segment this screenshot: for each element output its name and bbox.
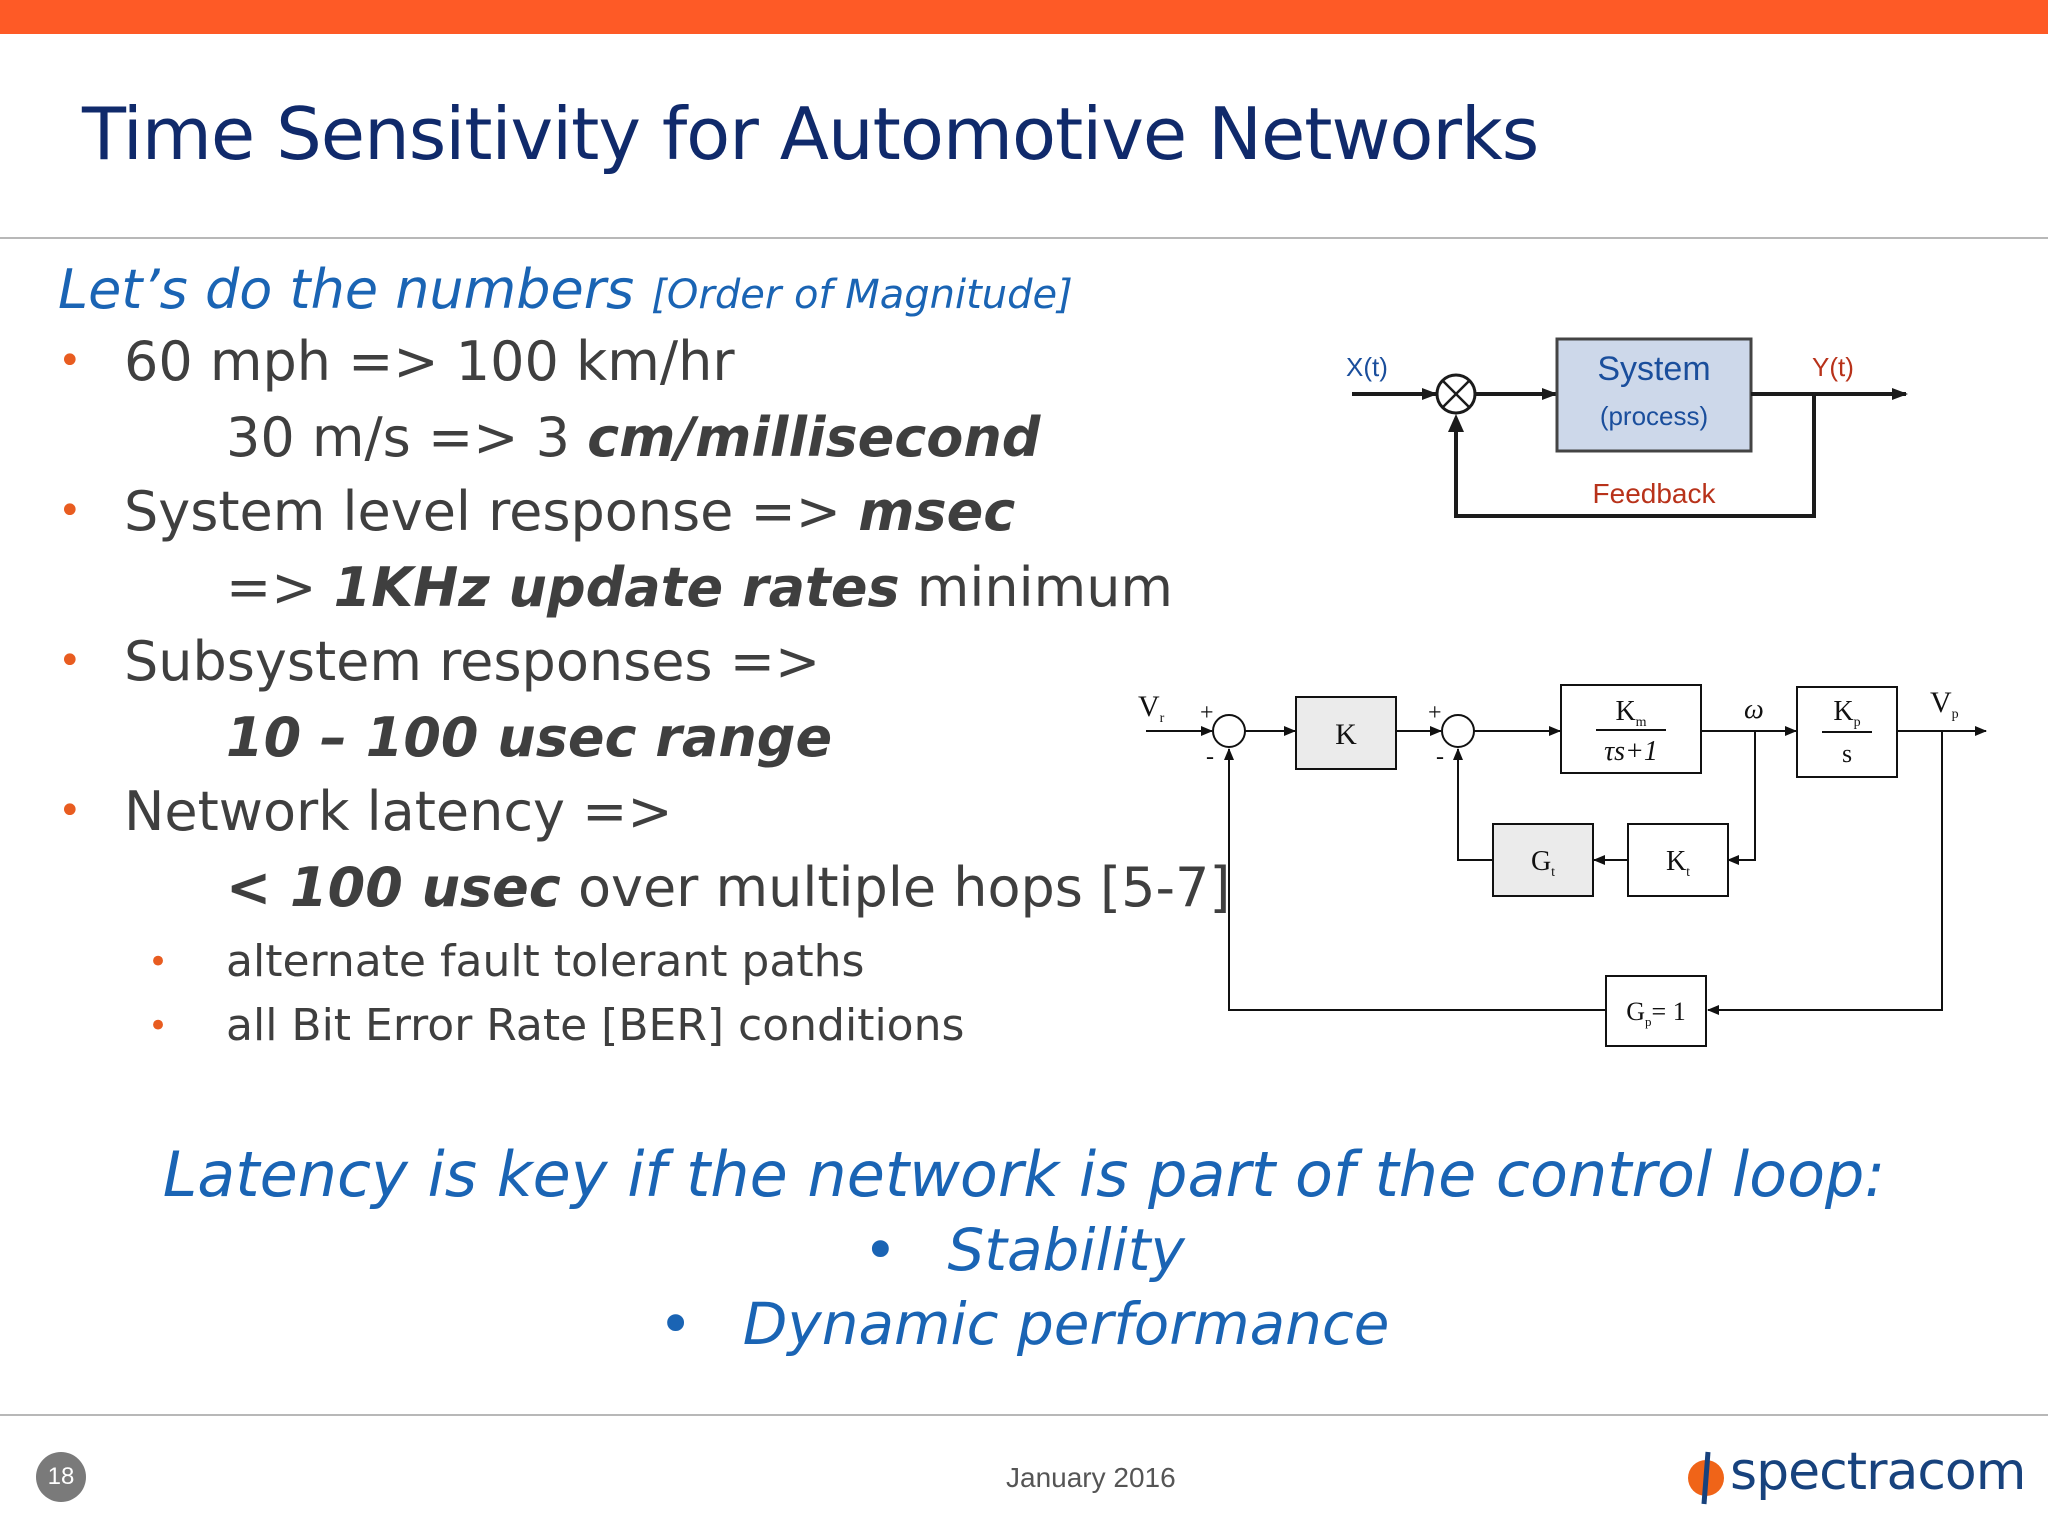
kp-denominator: s xyxy=(1842,739,1852,768)
conclusion-item-stability: • Stability xyxy=(0,1216,2048,1284)
bullet-system-response: System level response => msec xyxy=(124,480,1015,543)
kt-block xyxy=(1627,823,1729,897)
integrator-kp-block xyxy=(1796,686,1898,778)
bullet-glyph: • xyxy=(863,1216,898,1284)
system-response-emphasis: msec xyxy=(858,480,1016,543)
feedback-arrowhead xyxy=(1448,414,1464,432)
update-rate-prefix: => xyxy=(226,556,334,619)
plus-sign-1: + xyxy=(1200,700,1214,726)
system-block xyxy=(1555,337,1753,453)
sub-bullet-glyph: • xyxy=(148,1006,169,1046)
bullet-glyph: • xyxy=(658,1290,693,1358)
system-block-sublabel: (process) xyxy=(1600,401,1708,431)
gain-k-block xyxy=(1295,696,1397,770)
omega-label: ω xyxy=(1744,694,1764,725)
section-heading-note: [Order of Magnitude] xyxy=(651,272,1073,318)
summing-junction xyxy=(1435,373,1477,415)
plus-sign-2: + xyxy=(1428,700,1442,726)
system-block-label: System xyxy=(1597,350,1710,388)
motor-gain-numerator: Km xyxy=(1615,696,1646,730)
conclusion-item-text: Stability xyxy=(947,1216,1185,1284)
slide-title: Time Sensitivity for Automotive Networks xyxy=(82,92,1539,176)
gp-label: Gp= 1 xyxy=(1626,997,1685,1029)
spectracom-logo: spectracom xyxy=(1686,1440,2026,1510)
gt-block xyxy=(1492,823,1594,897)
bullet-system-response-detail: => 1KHz update rates minimum xyxy=(226,556,1173,619)
feedback-path xyxy=(1454,394,1816,518)
gp-to-junction1-path xyxy=(1224,748,1606,1011)
feedback-loop-diagram: X(t) System (process) Y(t) Feedback xyxy=(1346,337,1908,518)
sub-bullet-fault-tolerant: alternate fault tolerant paths xyxy=(226,936,865,987)
kp-numerator: Kp xyxy=(1833,696,1860,730)
gt-to-junction2-path xyxy=(1453,748,1493,861)
logo-wordmark: spectracom xyxy=(1730,1442,2026,1502)
omega-feedback-path xyxy=(1727,731,1756,865)
top-accent-bar xyxy=(0,0,2048,34)
bullet-subsystem-detail: 10 – 100 usec range xyxy=(226,706,832,769)
latency-emphasis: < 100 usec xyxy=(226,856,561,919)
sub-bullet-ber: all Bit Error Rate [BER] conditions xyxy=(226,1000,965,1051)
gt-label: Gt xyxy=(1531,846,1555,880)
feedback-label: Feedback xyxy=(1593,478,1717,509)
bullet-speed: 60 mph => 100 km/hr xyxy=(124,330,735,393)
subsystem-range-emphasis: 10 – 100 usec range xyxy=(226,706,833,769)
section-heading-main: Let’s do the numbers xyxy=(58,258,635,321)
bullet-network-latency-detail: < 100 usec over multiple hops [5-7] xyxy=(226,856,1230,919)
summing-junction-2 xyxy=(1441,714,1475,748)
conclusion-item-dynamic-performance: • Dynamic performance xyxy=(0,1290,2048,1358)
summing-junction-1 xyxy=(1212,714,1246,748)
output-label-yt: Y(t) xyxy=(1812,352,1854,382)
gp-block xyxy=(1605,975,1707,1047)
conclusion-statement: Latency is key if the network is part of… xyxy=(162,1138,1886,1211)
speed-detail-text: 30 m/s => 3 xyxy=(226,406,588,469)
control-loop-block-diagram: Vr + - K + - Km τs+1 ω Kp s Vp Kt Gt Gp=… xyxy=(1138,684,1987,1047)
footer-date: January 2016 xyxy=(1006,1462,1176,1493)
page-number-badge: 18 xyxy=(36,1452,86,1502)
bullet-glyph: • xyxy=(58,638,82,684)
kt-label: Kt xyxy=(1666,846,1690,880)
bullet-subsystem: Subsystem responses => xyxy=(124,630,821,693)
speed-detail-emphasis: cm/millisecond xyxy=(587,406,1041,469)
sub-bullet-glyph: • xyxy=(148,942,169,982)
update-rate-emphasis: 1KHz update rates xyxy=(333,556,900,619)
footer-divider xyxy=(0,1414,2048,1416)
bullet-network-latency: Network latency => xyxy=(124,780,673,843)
input-vr-label: Vr xyxy=(1138,690,1165,726)
logo-mark-icon xyxy=(1688,1451,1724,1505)
minus-sign-2: - xyxy=(1436,744,1444,770)
motor-denominator: τs+1 xyxy=(1604,736,1658,767)
section-heading: Let’s do the numbers [Order of Magnitude… xyxy=(58,258,1073,321)
gain-k-label: K xyxy=(1335,718,1357,751)
bullet-glyph: • xyxy=(58,488,82,534)
output-feedback-path xyxy=(1707,731,1943,1015)
input-label-xt: X(t) xyxy=(1346,352,1388,382)
update-rate-suffix: minimum xyxy=(899,556,1174,619)
conclusion-item-text: Dynamic performance xyxy=(742,1290,1390,1358)
title-divider xyxy=(0,237,2048,239)
minus-sign-1: - xyxy=(1206,744,1214,770)
bullet-glyph: • xyxy=(58,338,82,384)
output-vp-label: Vp xyxy=(1930,686,1959,722)
bullet-glyph: • xyxy=(58,788,82,834)
system-response-text: System level response => xyxy=(124,480,859,543)
bullet-speed-detail: 30 m/s => 3 cm/millisecond xyxy=(226,406,1040,469)
